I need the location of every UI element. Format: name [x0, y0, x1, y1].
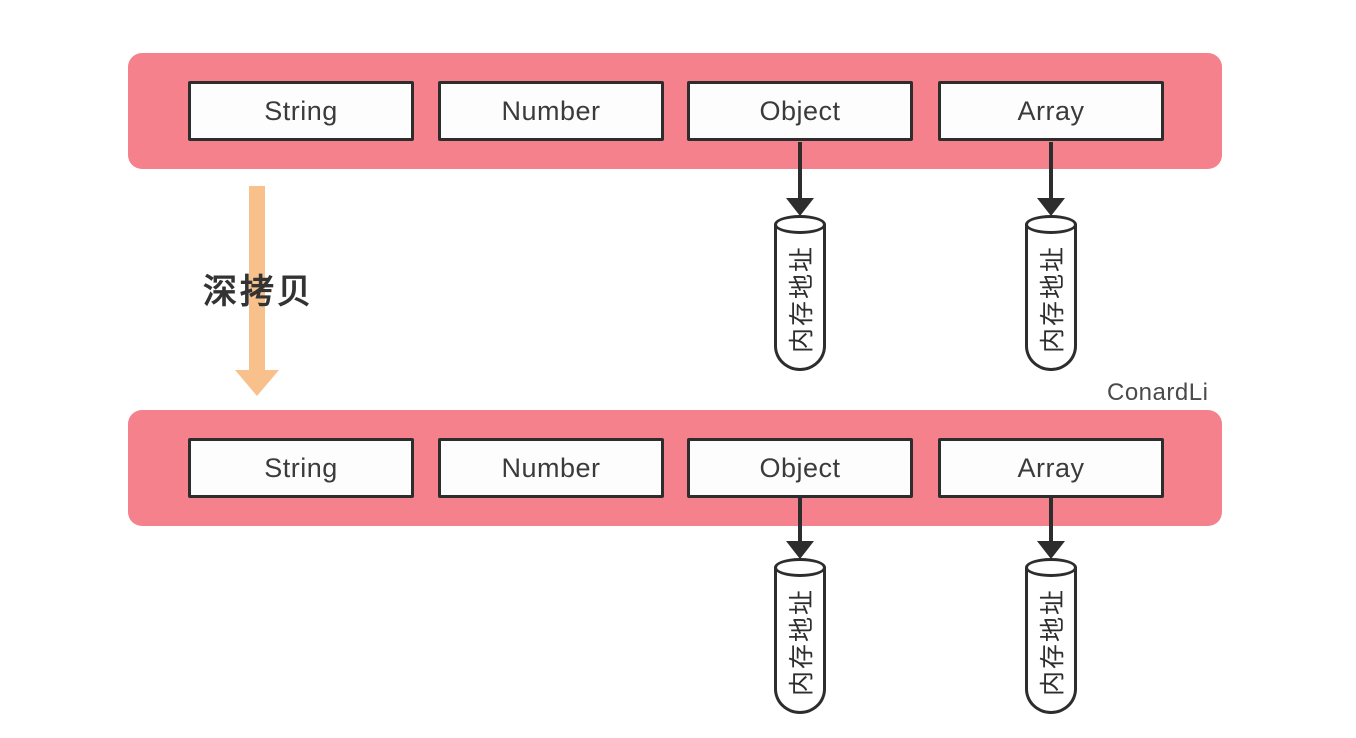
memory-address-label: 内存地址: [788, 245, 816, 354]
watermark: ConardLi: [1107, 379, 1209, 406]
copied-object-bar: String Number Object Array: [128, 410, 1222, 526]
deep-copy-arrow-shaft: [249, 186, 265, 370]
arrow-head-icon: [1037, 198, 1065, 216]
source-array-pointer-arrow: [1037, 142, 1065, 216]
source-type-box-number: Number: [438, 81, 664, 141]
cylinder-rim: [1025, 558, 1077, 577]
cylinder-body: [1025, 224, 1077, 371]
source-object-memory-cylinder: 内存地址: [774, 215, 826, 371]
cylinder-rim: [774, 215, 826, 234]
arrow-head-icon: [786, 198, 814, 216]
copy-type-box-object: Object: [687, 438, 913, 498]
deep-copy-label: 深拷贝: [203, 273, 314, 311]
deep-copy-arrow-head-icon: [235, 370, 279, 396]
copy-type-box-string: String: [188, 438, 414, 498]
cylinder-body: [1025, 567, 1077, 714]
arrow-shaft: [798, 497, 802, 543]
arrow-head-icon: [1037, 541, 1065, 559]
source-type-box-array: Array: [938, 81, 1164, 141]
cylinder-rim: [1025, 215, 1077, 234]
arrow-shaft: [1049, 142, 1053, 200]
cylinder-body: [774, 567, 826, 714]
arrow-shaft: [1049, 497, 1053, 543]
memory-address-label: 内存地址: [788, 588, 816, 697]
source-object-pointer-arrow: [786, 142, 814, 216]
source-type-box-object: Object: [687, 81, 913, 141]
cylinder-body: [774, 224, 826, 371]
copy-type-box-number: Number: [438, 438, 664, 498]
source-object-bar: String Number Object Array: [128, 53, 1222, 169]
copy-array-memory-cylinder: 内存地址: [1025, 558, 1077, 714]
arrow-head-icon: [786, 541, 814, 559]
copy-object-pointer-arrow: [786, 497, 814, 559]
copy-object-memory-cylinder: 内存地址: [774, 558, 826, 714]
cylinder-rim: [774, 558, 826, 577]
memory-address-label: 内存地址: [1039, 588, 1067, 697]
copy-array-pointer-arrow: [1037, 497, 1065, 559]
source-type-box-string: String: [188, 81, 414, 141]
memory-address-label: 内存地址: [1039, 245, 1067, 354]
copy-type-box-array: Array: [938, 438, 1164, 498]
deep-copy-arrow: [235, 186, 279, 396]
arrow-shaft: [798, 142, 802, 200]
source-array-memory-cylinder: 内存地址: [1025, 215, 1077, 371]
